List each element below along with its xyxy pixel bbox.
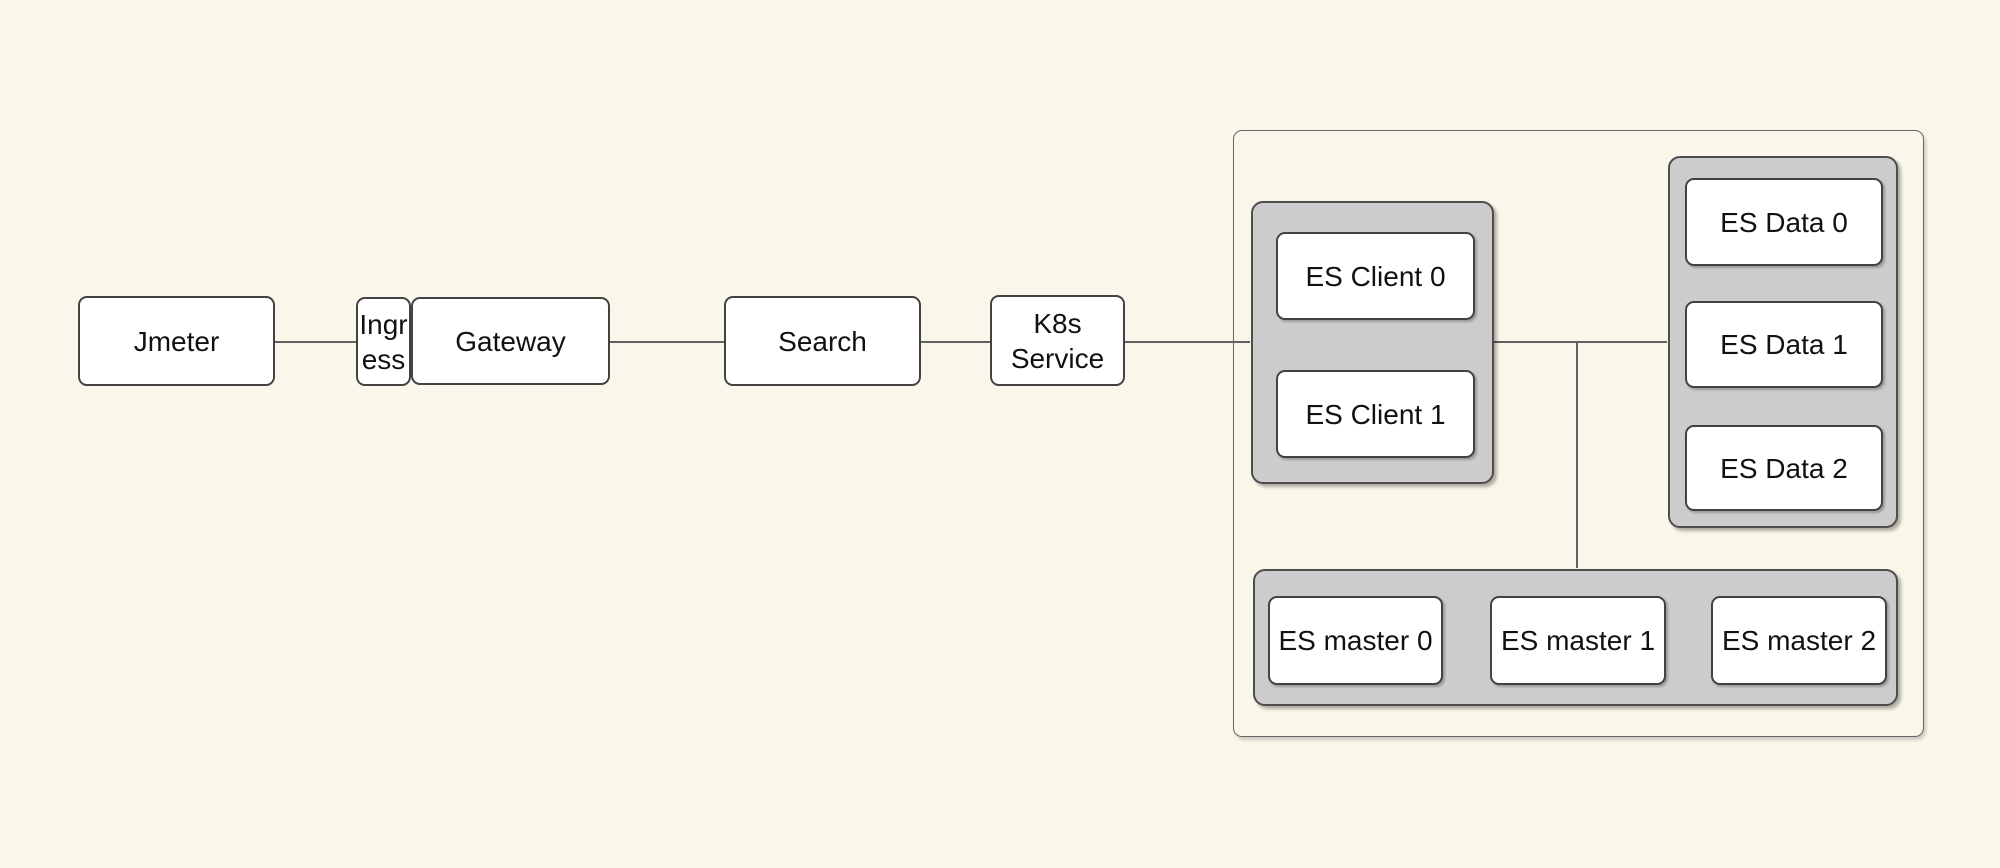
- edge-jmeter-ingress: [275, 341, 356, 343]
- node-es-data-2: ES Data 2: [1685, 425, 1883, 511]
- node-es-client-1: ES Client 1: [1276, 370, 1475, 458]
- node-ingress: Ingress: [356, 297, 411, 386]
- node-es-master-1-label: ES master 1: [1500, 625, 1656, 656]
- node-search-label: Search: [778, 325, 867, 357]
- edge-gateway-search: [610, 341, 724, 343]
- node-es-client-0: ES Client 0: [1276, 232, 1475, 320]
- node-gateway-label: Gateway: [455, 325, 566, 357]
- edge-search-k8s-service: [921, 341, 990, 343]
- node-k8s-service-label: K8s Service: [1010, 307, 1105, 374]
- node-es-data-0-label: ES Data 0: [1720, 206, 1848, 238]
- edge-k8s-service-es-clients: [1125, 341, 1250, 343]
- node-jmeter: Jmeter: [78, 296, 275, 386]
- node-es-data-0: ES Data 0: [1685, 178, 1883, 266]
- node-es-master-0-label: ES master 0: [1278, 625, 1433, 656]
- node-es-data-2-label: ES Data 2: [1720, 452, 1848, 484]
- node-es-master-2: ES master 2: [1711, 596, 1887, 685]
- node-es-master-0: ES master 0: [1268, 596, 1443, 685]
- group-es-masters: ES master 0 ES master 1 ES master 2: [1253, 569, 1898, 706]
- group-es-clients: ES Client 0 ES Client 1: [1251, 201, 1494, 484]
- node-es-client-1-label: ES Client 1: [1305, 398, 1446, 430]
- node-jmeter-label: Jmeter: [133, 325, 220, 357]
- node-es-data-1: ES Data 1: [1685, 301, 1883, 388]
- edge-branch-es-masters: [1576, 341, 1578, 568]
- node-gateway: Gateway: [411, 297, 610, 385]
- node-es-master-2-label: ES master 2: [1721, 625, 1877, 656]
- cluster-elasticsearch: ES Client 0 ES Client 1 ES Data 0 ES Dat…: [1233, 130, 1924, 737]
- edge-es-clients-es-data: [1493, 341, 1667, 343]
- node-es-client-0-label: ES Client 0: [1305, 260, 1446, 292]
- node-es-data-1-label: ES Data 1: [1720, 329, 1848, 360]
- node-ingress-label: Ingress: [359, 308, 408, 375]
- node-k8s-service: K8s Service: [990, 295, 1125, 386]
- node-search: Search: [724, 296, 921, 386]
- node-es-master-1: ES master 1: [1490, 596, 1666, 685]
- group-es-data: ES Data 0 ES Data 1 ES Data 2: [1668, 156, 1898, 528]
